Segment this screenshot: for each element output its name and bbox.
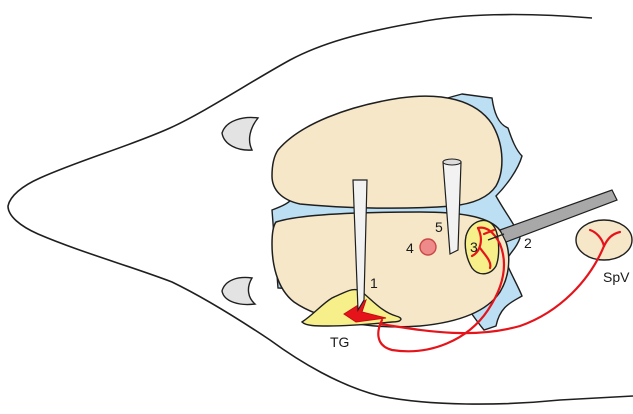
label-spv: SpV bbox=[603, 269, 630, 285]
label-site-5: 5 bbox=[435, 219, 443, 235]
left-eye-upper bbox=[222, 118, 258, 151]
site-4-spot bbox=[420, 239, 436, 255]
label-site-2: 2 bbox=[524, 235, 532, 251]
left-eye-lower bbox=[222, 278, 255, 305]
label-site-3: 3 bbox=[470, 239, 478, 255]
label-site-4: 4 bbox=[406, 240, 414, 256]
label-tg: TG bbox=[330, 334, 349, 350]
upper-hemisphere bbox=[272, 96, 502, 208]
label-site-1: 1 bbox=[370, 275, 378, 291]
spv-region bbox=[576, 220, 632, 260]
